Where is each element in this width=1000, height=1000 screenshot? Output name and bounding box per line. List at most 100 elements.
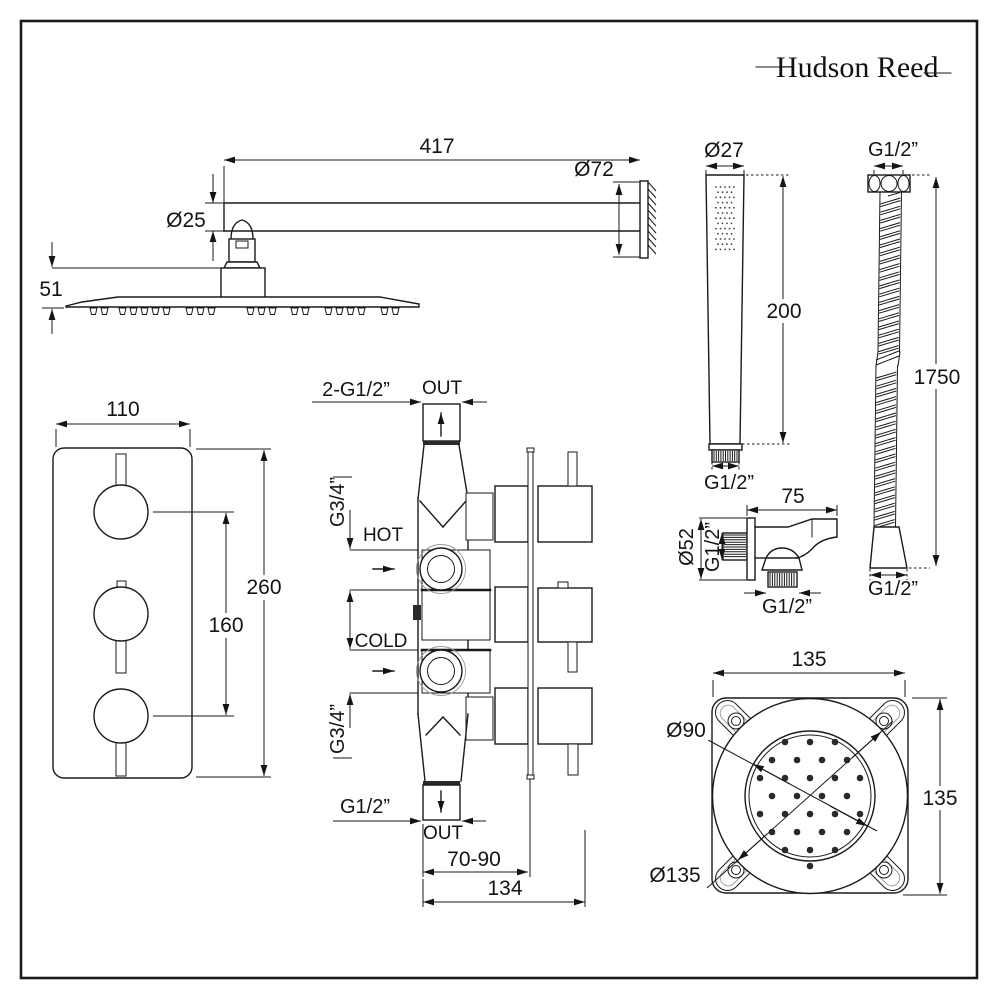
- handset-dot: [730, 243, 733, 246]
- handset-dot: [715, 238, 717, 240]
- jet-dot: [781, 846, 789, 854]
- wall-flange: [639, 180, 649, 259]
- handset-dot: [728, 227, 731, 230]
- dim-thread-hot: G3/4”: [327, 477, 349, 527]
- handset-view: Ø27 200 G1/2”: [704, 139, 806, 494]
- handset-dot: [728, 217, 731, 220]
- head-nozzle: [301, 307, 310, 315]
- head-nozzle: [185, 307, 194, 315]
- hose-rib: [875, 412, 897, 420]
- hose-rib: [875, 456, 896, 464]
- head-plate: [65, 296, 420, 308]
- lug-screw: [731, 865, 741, 875]
- jet-dot: [793, 828, 801, 836]
- knob-stem: [115, 639, 127, 674]
- hose-rib: [880, 200, 901, 208]
- hose-rib: [879, 290, 900, 298]
- dim-jet-height: 135: [922, 787, 957, 810]
- hose-rib: [879, 224, 901, 232]
- valve-funnel: [458, 444, 469, 500]
- jet-dot: [818, 828, 826, 836]
- head-nozzle: [100, 307, 109, 315]
- handset-dot: [717, 212, 719, 214]
- knob-stem: [115, 741, 127, 777]
- wall-hatch-tick: [647, 216, 657, 227]
- jet-spray-nozzles: [756, 738, 864, 870]
- hose-rib: [879, 232, 901, 240]
- jet-spray-inner: [748, 734, 872, 858]
- hose-rib: [874, 510, 895, 518]
- port-top-seal: [423, 441, 460, 445]
- dim-arm-dia: Ø25: [166, 209, 206, 232]
- wall-hatch-tick: [647, 209, 657, 220]
- head-nozzle: [290, 307, 299, 315]
- hose-rib: [875, 398, 897, 406]
- trim-plate: [527, 447, 534, 780]
- handset-dot: [733, 227, 735, 230]
- hose-end-fitting: [869, 526, 908, 569]
- hose-rib: [876, 387, 897, 395]
- handset-dot: [726, 201, 728, 204]
- hose-rib: [878, 320, 900, 328]
- head-nozzles: [89, 307, 400, 315]
- hose-rib: [879, 257, 900, 265]
- valve-tab: [413, 605, 421, 620]
- hose-rib: [874, 478, 896, 486]
- hose-rib: [878, 323, 900, 331]
- mid-chamber: [421, 589, 491, 641]
- jet-dot: [756, 774, 764, 782]
- hose-rib: [879, 263, 900, 271]
- outlet-elbow-view: 75 Ø52 G1/2” G1/2”: [676, 485, 838, 618]
- jet-dot: [806, 774, 814, 782]
- dim-elbow-width: 75: [781, 485, 804, 508]
- label-inlet-top: 2-G1/2”: [322, 379, 390, 401]
- lug-screw: [731, 716, 741, 726]
- jet-dot: [843, 792, 851, 800]
- dim-arm-length: 417: [419, 135, 454, 158]
- handset-dot: [719, 227, 722, 230]
- lug-screw: [879, 865, 889, 875]
- hose-rib: [879, 246, 900, 254]
- cartridge-stem: [567, 743, 579, 776]
- jet-dot: [818, 792, 826, 800]
- hose-rib: [878, 314, 900, 322]
- hose-rib: [880, 213, 901, 221]
- trim-plate-cap: [526, 774, 535, 780]
- jet-dot: [806, 846, 814, 854]
- dim-elbow-thread-out: G1/2”: [762, 596, 812, 618]
- handset-dot: [724, 186, 726, 188]
- handset-spray-face: [715, 186, 735, 251]
- port-bottom-seal: [423, 781, 460, 785]
- handset-thread-hatch: [713, 451, 738, 461]
- head-nozzle: [346, 307, 355, 315]
- hose-edge: [898, 191, 903, 353]
- handset-dot: [719, 206, 722, 209]
- hose-rib: [875, 469, 896, 477]
- hose-kink: [875, 350, 900, 361]
- jet-dot: [768, 828, 776, 836]
- hot-inlet-bore: [427, 555, 455, 583]
- control-plate-view: 110 160 260: [52, 398, 284, 779]
- dim-jet-face-dia: Ø135: [649, 864, 700, 887]
- head-nozzle: [129, 307, 138, 315]
- head-nozzle: [391, 307, 400, 315]
- jet-dot: [818, 756, 826, 764]
- hose-rib: [887, 192, 901, 197]
- handset-dot: [719, 186, 722, 188]
- dim-head-depth: 51: [39, 278, 62, 301]
- label-out-bottom: OUT: [423, 823, 464, 844]
- handset-dot: [719, 217, 722, 220]
- hose-rib: [880, 216, 901, 224]
- handset-dot: [733, 196, 735, 199]
- hose-rib: [879, 230, 901, 238]
- handset-dot: [721, 243, 724, 246]
- brand-name: Hudson Reed: [776, 51, 938, 84]
- hose-rib: [874, 502, 895, 510]
- handset-dot: [717, 222, 719, 225]
- elbow-body: [754, 518, 838, 559]
- cartridge-knob: [537, 687, 593, 745]
- handset-dot: [730, 222, 733, 225]
- elbow-flange: [746, 517, 756, 581]
- valve-vee: [442, 716, 461, 736]
